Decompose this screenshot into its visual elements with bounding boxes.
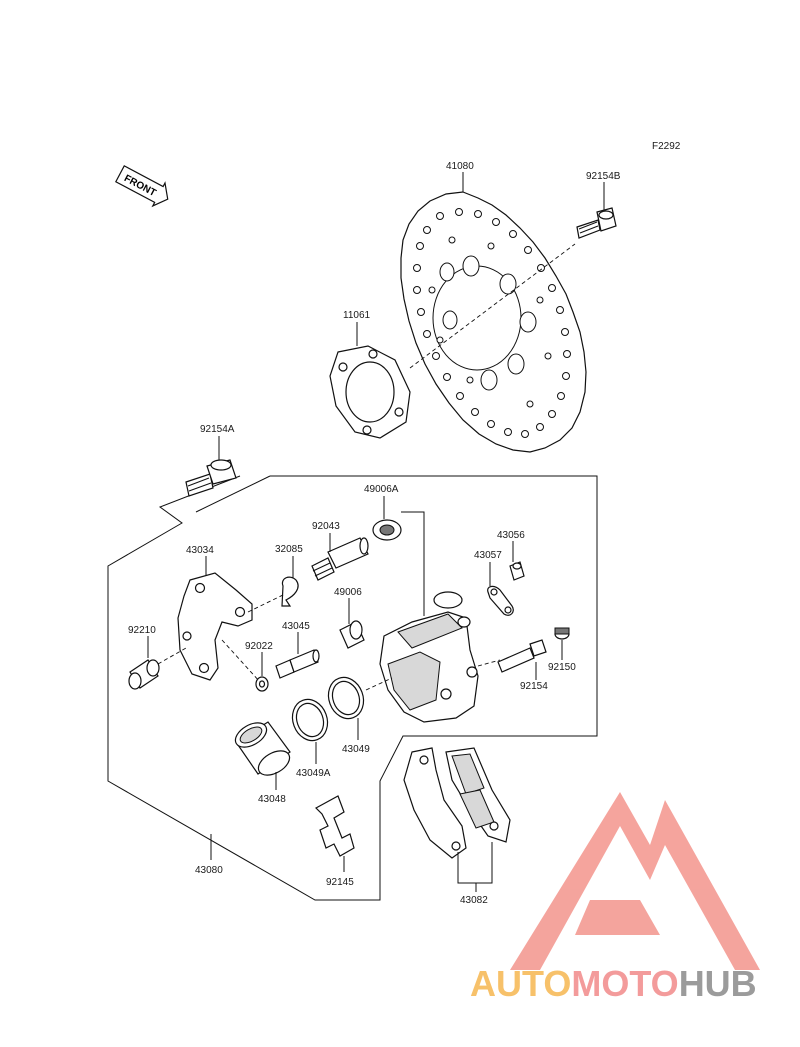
spring-92145 <box>315 795 355 857</box>
pads-43082 <box>403 747 511 859</box>
label-92043: 92043 <box>312 521 340 532</box>
collar-92210 <box>128 659 160 690</box>
label-49006A: 49006A <box>364 484 399 495</box>
watermark-text: AUTOMOTOHUB <box>470 963 757 1004</box>
bracket-43034 <box>177 572 253 681</box>
label-41080: 41080 <box>446 161 474 172</box>
piston-43048 <box>234 721 291 776</box>
watermark-logo: AUTOMOTOHUB <box>470 792 760 1004</box>
watermark-triangle <box>510 792 760 970</box>
seal-43049A <box>291 698 329 742</box>
label-43048: 43048 <box>258 794 286 805</box>
bolt-92154B <box>576 207 617 239</box>
label-92150: 92150 <box>548 662 576 673</box>
label-92154B: 92154B <box>586 171 621 182</box>
label-92145: 92145 <box>326 877 354 888</box>
label-43049A: 43049A <box>296 768 331 779</box>
cap-92150 <box>554 627 570 640</box>
pin-92154 <box>497 639 547 673</box>
caliper-assembly-outline <box>107 475 598 901</box>
label-49006: 49006 <box>334 587 362 598</box>
bolt-92154A <box>185 459 237 497</box>
label-92154A: 92154A <box>200 424 235 435</box>
seal-43049 <box>327 676 365 720</box>
boot-49006 <box>339 620 365 649</box>
boot-49006A <box>372 519 402 541</box>
gasket-11061 <box>329 345 411 439</box>
label-32085: 32085 <box>275 544 303 555</box>
brake-disc <box>400 191 587 453</box>
label-43049: 43049 <box>342 744 370 755</box>
front-arrow-icon: FRONT <box>115 165 169 208</box>
pin-92043 <box>311 537 369 581</box>
label-43080: 43080 <box>195 865 223 876</box>
figure-code: F2292 <box>652 141 681 152</box>
label-92022: 92022 <box>245 641 273 652</box>
label-43034: 43034 <box>186 545 214 556</box>
label-92154: 92154 <box>520 681 548 692</box>
watermark-moto: MOTO <box>571 963 678 1004</box>
watermark-hub: HUB <box>679 963 757 1004</box>
label-11061: 11061 <box>343 310 371 321</box>
label-92210: 92210 <box>128 625 156 636</box>
bolt-43045 <box>275 649 320 679</box>
label-43057: 43057 <box>474 550 502 561</box>
label-43056: 43056 <box>497 530 525 541</box>
bleeder-43056 <box>509 561 525 581</box>
caliper-body <box>365 591 501 723</box>
link-43057 <box>487 585 514 616</box>
clip-32085 <box>281 576 299 607</box>
label-43045: 43045 <box>282 621 310 632</box>
label-43082: 43082 <box>460 895 488 906</box>
watermark-auto: AUTO <box>470 963 571 1004</box>
